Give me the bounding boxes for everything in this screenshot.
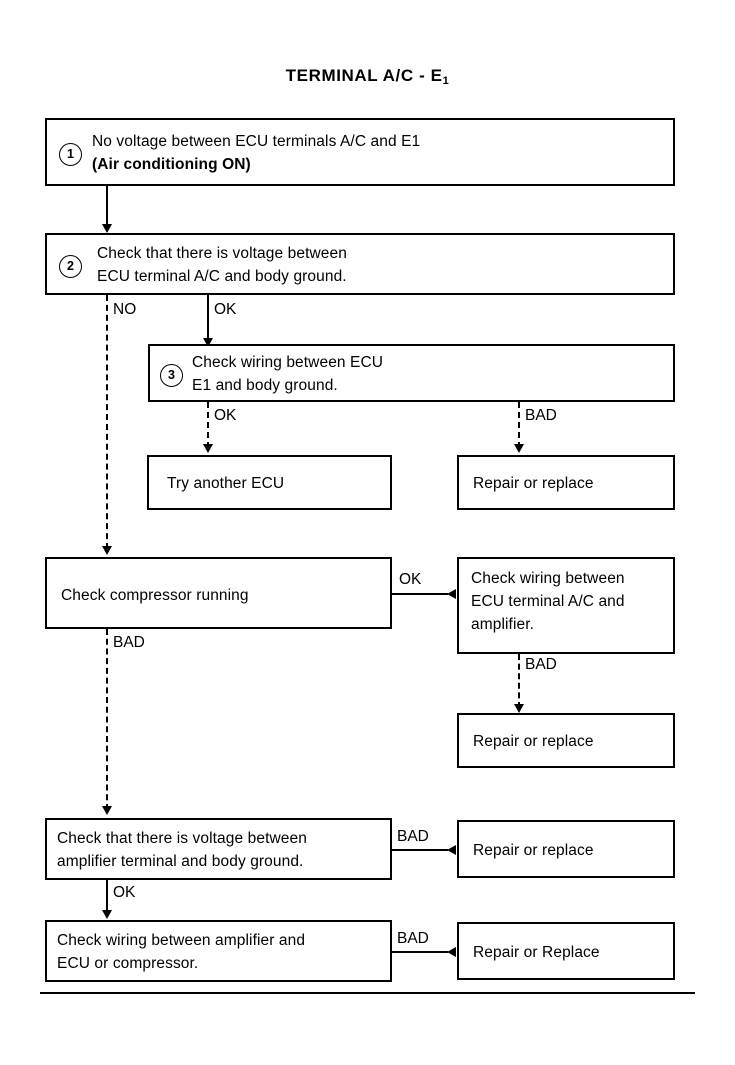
edge-voltage-amp-bad xyxy=(392,849,448,851)
repair-replace-3-line1: Repair or replace xyxy=(473,842,594,859)
repair-replace-1-line1: Repair or replace xyxy=(473,475,594,492)
edge-compressor-ok xyxy=(392,593,448,595)
check-voltage-amp-line2: amplifier terminal and body ground. xyxy=(57,853,304,870)
try-another-ecu-line1: Try another ECU xyxy=(167,475,285,492)
edge-label-step3-bad: BAD xyxy=(525,407,557,424)
step1-line2: (Air conditioning ON) xyxy=(92,156,251,173)
step2-marker: 2 xyxy=(59,255,82,278)
node-repair-replace-4[interactable]: Repair or Replace xyxy=(457,922,675,980)
node-repair-replace-3[interactable]: Repair or replace xyxy=(457,820,675,878)
edge-label-wiring-amp-ecu-bad: BAD xyxy=(397,930,429,947)
edge-step1-to-step2-arrowhead xyxy=(102,224,112,233)
node-try-another-ecu[interactable]: Try another ECU xyxy=(147,455,392,510)
page-title: TERMINAL A/C - E1 xyxy=(0,66,735,87)
edge-label-wiring-amp-bad: BAD xyxy=(525,656,557,673)
edge-label-voltage-amp-bad: BAD xyxy=(397,828,429,845)
node-step3[interactable]: 3 Check wiring between ECU E1 and body g… xyxy=(148,344,675,402)
check-wiring-amp-ecu-line1: Check wiring between amplifier and xyxy=(57,932,306,949)
edge-voltage-amp-bad-arrowhead xyxy=(447,845,456,855)
repair-replace-2-line1: Repair or replace xyxy=(473,733,594,750)
edge-compressor-bad xyxy=(106,629,108,810)
edge-label-step3-ok: OK xyxy=(214,407,237,424)
node-step2[interactable]: 2 Check that there is voltage between EC… xyxy=(45,233,675,295)
step3-marker: 3 xyxy=(160,364,183,387)
edge-label-step2-ok: OK xyxy=(214,301,237,318)
check-wiring-amp-line3: amplifier. xyxy=(471,616,535,633)
edge-voltage-amp-ok-arrowhead xyxy=(102,910,112,919)
edge-wiring-amp-ecu-bad-arrowhead xyxy=(447,947,456,957)
check-wiring-amp-line2: ECU terminal A/C and xyxy=(471,593,625,610)
edge-wiring-amp-ecu-bad xyxy=(392,951,448,953)
edge-voltage-amp-ok xyxy=(106,880,108,914)
edge-label-voltage-amp-ok: OK xyxy=(113,884,136,901)
step2-line1: Check that there is voltage between xyxy=(97,245,347,262)
node-check-wiring-amp[interactable]: Check wiring between ECU terminal A/C an… xyxy=(457,557,675,654)
step1-line1: No voltage between ECU terminals A/C and… xyxy=(92,133,421,150)
edge-wiring-amp-bad-arrowhead xyxy=(514,704,524,713)
step3-line1: Check wiring between ECU xyxy=(192,354,384,371)
node-check-voltage-amp[interactable]: Check that there is voltage between ampl… xyxy=(45,818,392,880)
node-repair-replace-1[interactable]: Repair or replace xyxy=(457,455,675,510)
edge-step3-bad-arrowhead xyxy=(514,444,524,453)
edge-step3-ok-arrowhead xyxy=(203,444,213,453)
node-check-compressor[interactable]: Check compressor running xyxy=(45,557,392,629)
node-step1[interactable]: 1 No voltage between ECU terminals A/C a… xyxy=(45,118,675,186)
edge-wiring-amp-bad xyxy=(518,654,520,708)
edge-step1-to-step2 xyxy=(106,186,108,226)
bottom-divider xyxy=(40,992,695,994)
check-wiring-amp-ecu-line2: ECU or compressor. xyxy=(57,955,199,972)
edge-step2-no xyxy=(106,295,108,549)
node-check-wiring-amp-ecu[interactable]: Check wiring between amplifier and ECU o… xyxy=(45,920,392,982)
edge-step3-ok xyxy=(207,402,209,448)
repair-replace-4-line1: Repair or Replace xyxy=(473,944,600,961)
page-title-subscript: 1 xyxy=(442,75,450,87)
edge-label-compressor-bad: BAD xyxy=(113,634,145,651)
edge-label-step2-no: NO xyxy=(113,301,137,318)
edge-label-compressor-ok: OK xyxy=(399,571,422,588)
step1-marker: 1 xyxy=(59,143,82,166)
edge-step2-no-arrowhead xyxy=(102,546,112,555)
edge-step2-ok-arrowhead xyxy=(203,338,213,347)
edge-step2-ok xyxy=(207,295,209,345)
node-repair-replace-2[interactable]: Repair or replace xyxy=(457,713,675,768)
page-title-text: TERMINAL A/C - E xyxy=(285,66,443,85)
edge-step3-bad xyxy=(518,402,520,448)
check-wiring-amp-line1: Check wiring between xyxy=(471,570,625,587)
step2-line2: ECU terminal A/C and body ground. xyxy=(97,268,347,285)
check-compressor-line1: Check compressor running xyxy=(61,587,249,604)
edge-compressor-ok-arrowhead xyxy=(447,589,456,599)
check-voltage-amp-line1: Check that there is voltage between xyxy=(57,830,307,847)
edge-compressor-bad-arrowhead xyxy=(102,806,112,815)
step3-line2: E1 and body ground. xyxy=(192,377,338,394)
